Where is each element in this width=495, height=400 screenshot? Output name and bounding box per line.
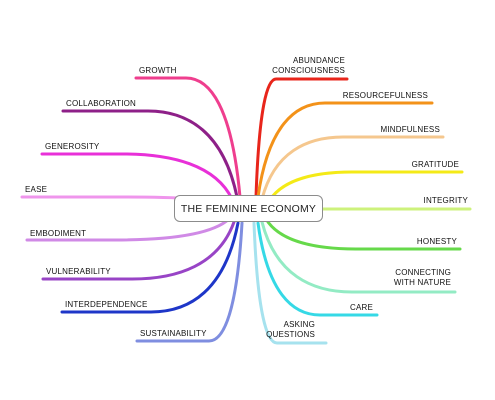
branch-label-interdependence: INTERDEPENDENCE xyxy=(65,300,148,309)
branch-label-connecting-with-nature: CONNECTING WITH NATURE xyxy=(393,268,451,287)
branch-label-collaboration: COLLABORATION xyxy=(66,99,137,108)
branch-label-ease: EASE xyxy=(25,185,48,194)
branch-connector-collaboration xyxy=(61,109,239,199)
branch-connector-connecting-with-nature xyxy=(260,220,457,294)
branch-label-integrity: INTEGRITY xyxy=(423,196,468,205)
branch-connector-interdependence xyxy=(60,221,240,314)
branch-label-growth: GROWTH xyxy=(139,66,177,75)
branch-connector-growth xyxy=(134,76,242,199)
branch-label-mindfulness: MINDFULNESS xyxy=(380,125,440,134)
branch-label-generosity: GENEROSITY xyxy=(45,142,100,151)
branch-connector-asking-questions xyxy=(252,221,328,345)
branch-connector-resourcefulness xyxy=(256,101,434,199)
branch-connector-embodiment xyxy=(25,217,231,242)
branch-connector-sustainability xyxy=(135,221,244,343)
branch-connector-vulnerability xyxy=(41,220,236,281)
branch-label-care: CARE xyxy=(349,303,373,312)
branch-connector-generosity xyxy=(40,152,234,201)
branch-label-abundance-consciousness: ABUNDANCE CONSCIOUSNESS xyxy=(272,56,345,75)
branch-label-vulnerability: VULNERABILITY xyxy=(46,267,111,276)
branch-label-resourcefulness: RESOURCEFULNESS xyxy=(342,91,428,100)
central-topic: THE FEMININE ECONOMY xyxy=(174,195,323,222)
branch-connector-care xyxy=(256,221,379,317)
branch-label-gratitude: GRATITUDE xyxy=(411,160,459,169)
branch-label-sustainability: SUSTAINABILITY xyxy=(140,329,207,338)
branch-label-honesty: HONESTY xyxy=(416,237,457,246)
branch-label-embodiment: EMBODIMENT xyxy=(30,229,87,238)
branch-connector-honesty xyxy=(264,217,462,251)
branch-label-asking-questions: ASKING QUESTIONS xyxy=(266,320,315,339)
branch-connector-abundance-consciousness xyxy=(254,77,349,199)
branch-connector-mindfulness xyxy=(260,135,445,201)
